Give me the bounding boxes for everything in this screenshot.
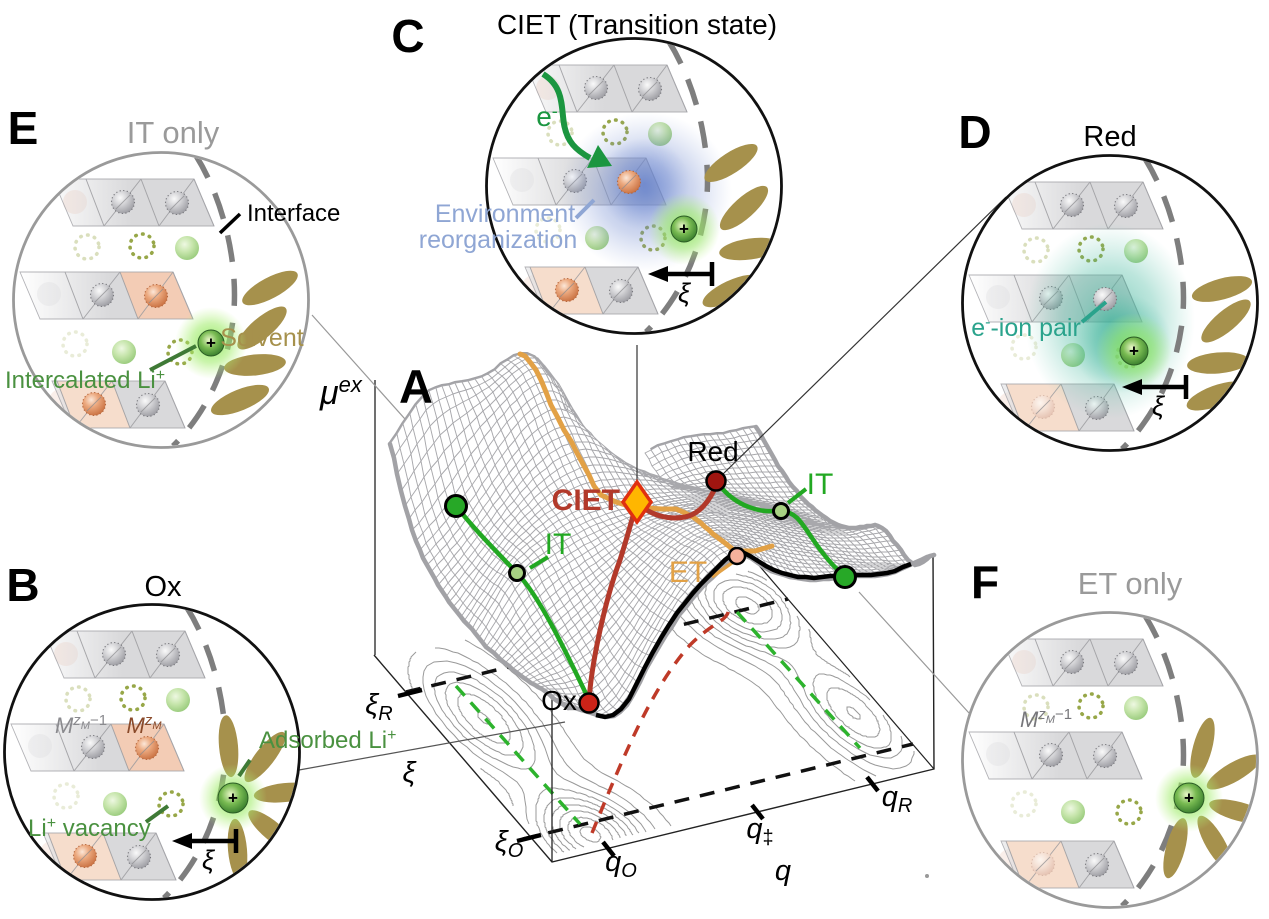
svg-text:Interface: Interface: [247, 200, 340, 227]
svg-text:+: +: [1184, 789, 1194, 808]
svg-text:ξ: ξ: [403, 757, 418, 789]
svg-text:Intercalated Li+: Intercalated Li+: [5, 367, 165, 394]
svg-text:Li+ vacancy: Li+ vacancy: [28, 815, 151, 842]
svg-text:Ox: Ox: [144, 571, 182, 603]
svg-text:e--ion pair: e--ion pair: [971, 314, 1081, 342]
svg-text:MzM−1: MzM−1: [1020, 706, 1072, 732]
svg-text:CIET: CIET: [552, 484, 620, 517]
svg-text:Adsorbed Li+: Adsorbed Li+: [259, 727, 396, 754]
svg-text:reorganization: reorganization: [419, 226, 577, 254]
svg-text:IT: IT: [807, 468, 834, 501]
svg-text:+: +: [1129, 342, 1139, 361]
svg-text:ET: ET: [669, 556, 707, 589]
svg-text:C: C: [391, 10, 424, 62]
svg-text:μex: μex: [319, 372, 363, 412]
svg-text:IT: IT: [545, 528, 572, 561]
svg-text:ξO: ξO: [495, 826, 524, 862]
svg-text:F: F: [971, 556, 999, 608]
svg-text:Solvent: Solvent: [220, 324, 303, 352]
svg-text:qO: qO: [605, 846, 637, 882]
svg-text:IT only: IT only: [127, 115, 220, 150]
svg-text:ξ: ξ: [1152, 391, 1166, 421]
svg-text:MzM−1: MzM−1: [55, 712, 107, 738]
svg-text:+: +: [228, 789, 238, 808]
svg-text:Ox: Ox: [541, 685, 577, 716]
svg-text:MzM: MzM: [127, 712, 163, 738]
svg-text:E: E: [8, 102, 39, 154]
svg-text:Red: Red: [1083, 121, 1136, 153]
svg-text:Red: Red: [687, 436, 738, 467]
svg-text:+: +: [206, 334, 216, 353]
svg-text:qR: qR: [882, 781, 913, 817]
svg-text:B: B: [6, 559, 39, 611]
svg-text:ξR: ξR: [365, 689, 392, 725]
svg-text:A: A: [399, 360, 433, 413]
svg-text:D: D: [958, 106, 991, 158]
svg-text:ξ: ξ: [678, 278, 692, 308]
svg-text:ξ: ξ: [202, 845, 216, 875]
svg-text:+: +: [679, 220, 689, 239]
svg-text:CIET (Transition state): CIET (Transition state): [497, 9, 777, 40]
svg-text:q: q: [775, 855, 791, 887]
svg-text:ET only: ET only: [1078, 566, 1183, 601]
svg-text:q‡: q‡: [746, 813, 773, 849]
svg-text:Environment: Environment: [435, 200, 575, 228]
